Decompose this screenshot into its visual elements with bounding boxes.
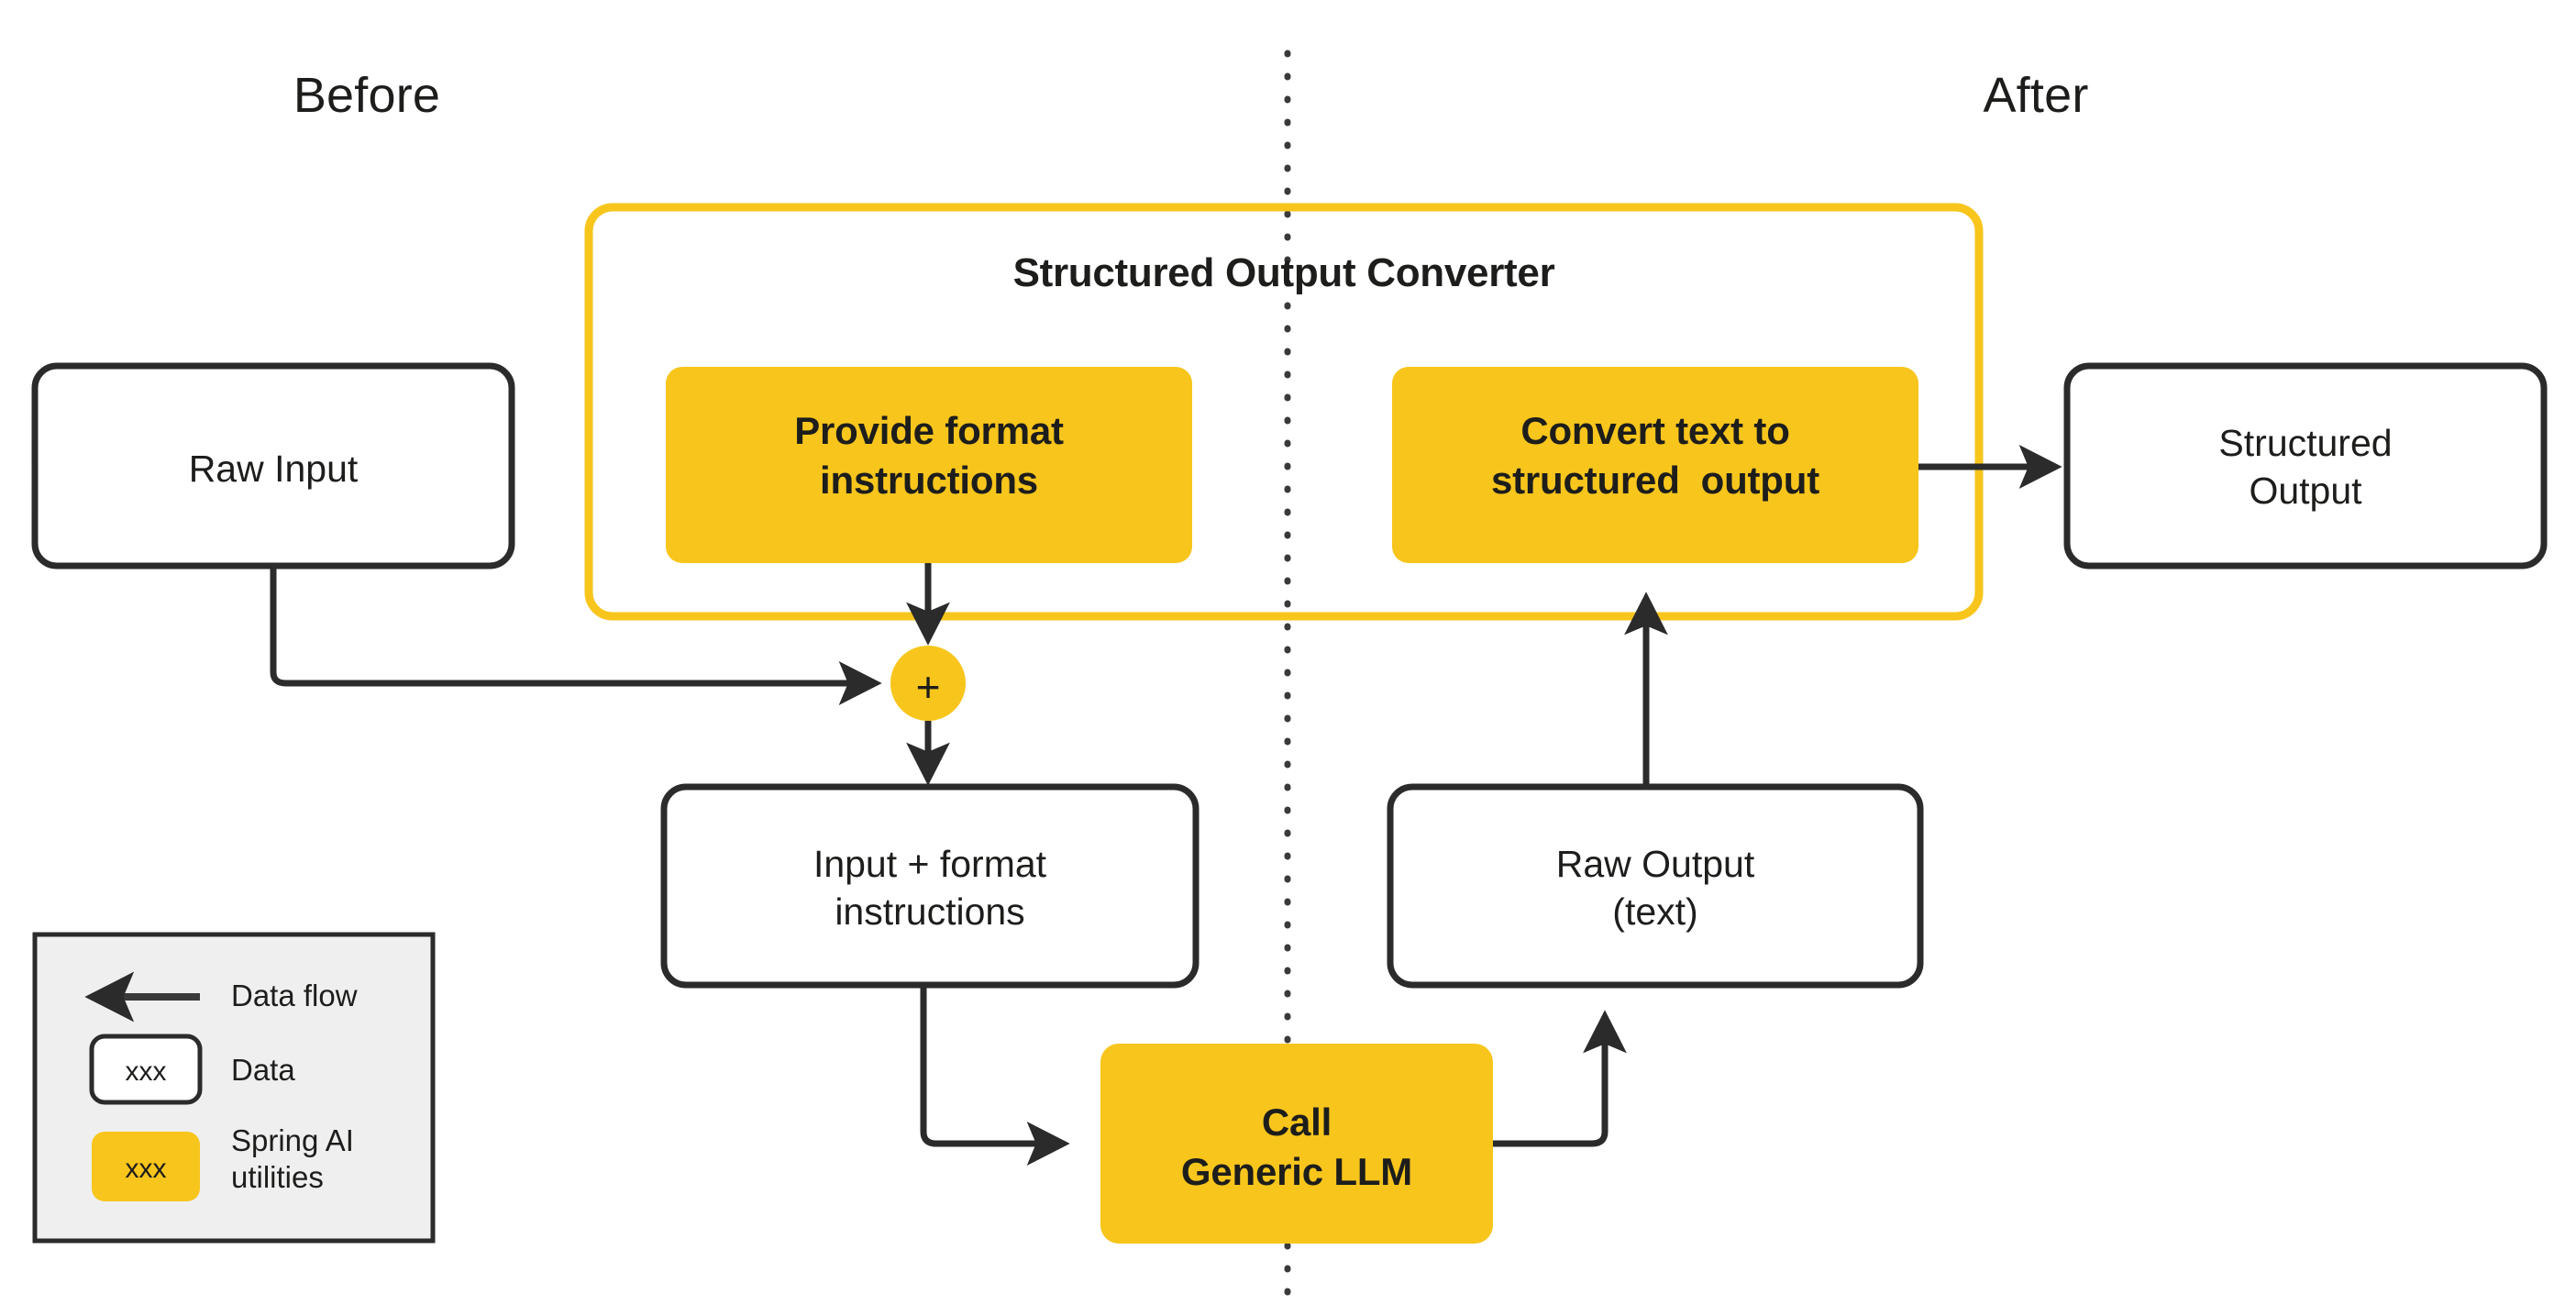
legend-spring-ai-chip-icon [92, 1132, 200, 1201]
merge-junction-circle[interactable] [890, 646, 966, 721]
edge-input-plus-format-to-call-llm [920, 985, 1070, 1166]
convert-text-to-structured-output-box[interactable] [1392, 367, 1918, 563]
legend-data-chip-icon [89, 1034, 203, 1105]
raw-input-box[interactable] [31, 362, 515, 570]
edge-call-llm-to-raw-output [1493, 1010, 1627, 1147]
structured-output-box[interactable] [2063, 362, 2548, 570]
input-plus-format-instructions-box[interactable] [660, 783, 1200, 989]
edge-raw-input-to-merge [270, 566, 882, 705]
provide-format-instructions-box[interactable] [666, 367, 1192, 563]
call-generic-llm-box[interactable] [1100, 1044, 1493, 1244]
structured-output-converter-container [584, 203, 1984, 621]
raw-output-box[interactable] [1387, 783, 1924, 989]
